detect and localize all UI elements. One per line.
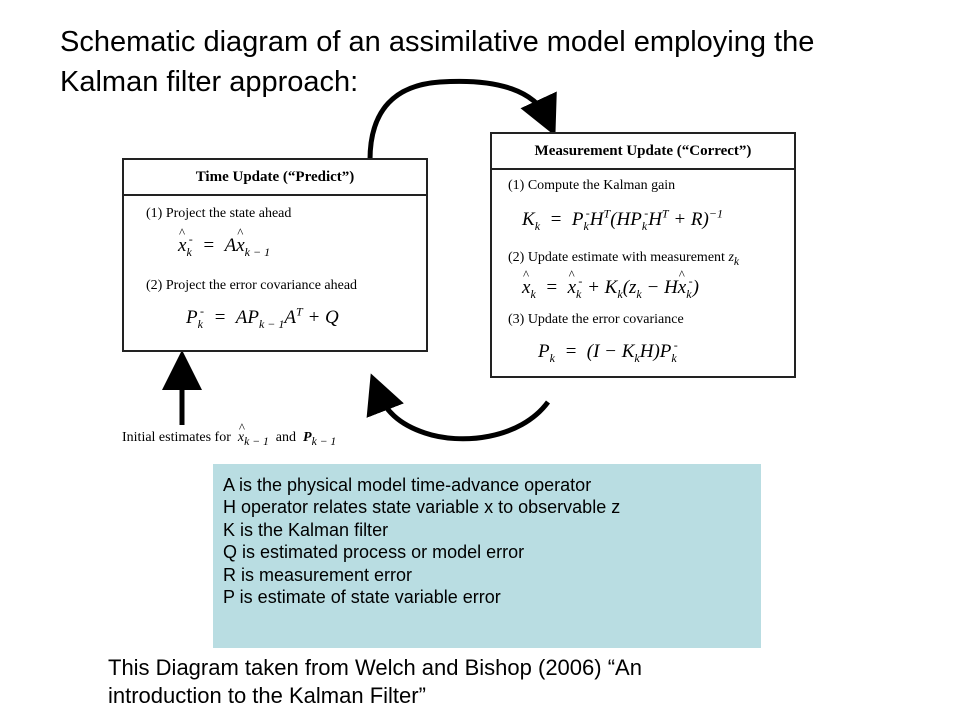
measurement-update-header: Measurement Update (“Correct”) xyxy=(492,134,794,170)
state-projection-equation: xk- = Axk − 1 xyxy=(178,225,270,260)
caption-line-2: introduction to the Kalman Filter” xyxy=(108,683,426,708)
title-line-2: Kalman filter approach: xyxy=(60,66,359,98)
title-line-1: Schematic diagram of an assimilative mod… xyxy=(60,26,815,58)
covariance-projection-equation: Pk- = APk − 1AT + Q xyxy=(186,304,339,331)
time-update-step-1: (1) Project the state ahead xyxy=(146,206,292,221)
correct-to-predict-arrow xyxy=(366,373,551,442)
legend-item-q: Q is estimated process or model error xyxy=(223,542,525,563)
measurement-update-step-1: (1) Compute the Kalman gain xyxy=(508,178,676,193)
legend-item-p: P is estimate of state variable error xyxy=(223,587,501,608)
legend-item-k: K is the Kalman filter xyxy=(223,519,389,540)
measurement-update-box: Measurement Update (“Correct”) (1) Compu… xyxy=(490,132,796,378)
measurement-update-step-3: (3) Update the error covariance xyxy=(508,312,684,327)
initial-estimates-label: Initial estimates for xk − 1 and Pk − 1 xyxy=(122,420,336,448)
legend-item-a: A is the physical model time-advance ope… xyxy=(223,475,592,495)
slide-title: Schematic diagram of an assimilative mod… xyxy=(60,22,900,102)
time-update-step-2: (2) Project the error covariance ahead xyxy=(146,278,358,293)
legend-item-r: R is measurement error xyxy=(223,564,413,585)
legend-box: A is the physical model time-advance ope… xyxy=(213,464,761,648)
caption-line-1: This Diagram taken from Welch and Bishop… xyxy=(108,655,642,680)
legend-item-h: H operator relates state variable x to o… xyxy=(223,497,621,518)
predict-to-correct-arrow xyxy=(367,78,557,161)
time-update-header: Time Update (“Predict”) xyxy=(124,160,426,196)
covariance-update-equation: Pk = (I − KkH)Pk- xyxy=(538,338,678,365)
kalman-gain-equation: Kk = Pk-HT(HPk-HT + R)−1 xyxy=(522,206,723,233)
source-caption: This Diagram taken from Welch and Bishop… xyxy=(108,654,808,710)
measurement-update-step-2: (2) Update estimate with measurement zk xyxy=(508,250,740,268)
initial-estimates-prefix: Initial estimates for xyxy=(122,430,231,445)
measurement-update-step-2-label: (2) Update estimate with measurement xyxy=(508,250,725,265)
initial-estimates-and: and xyxy=(275,430,296,445)
estimate-update-equation: xk = xk- + Kk(zk − Hxk-) xyxy=(522,267,699,302)
time-update-box: Time Update (“Predict”) (1) Project the … xyxy=(122,158,428,352)
